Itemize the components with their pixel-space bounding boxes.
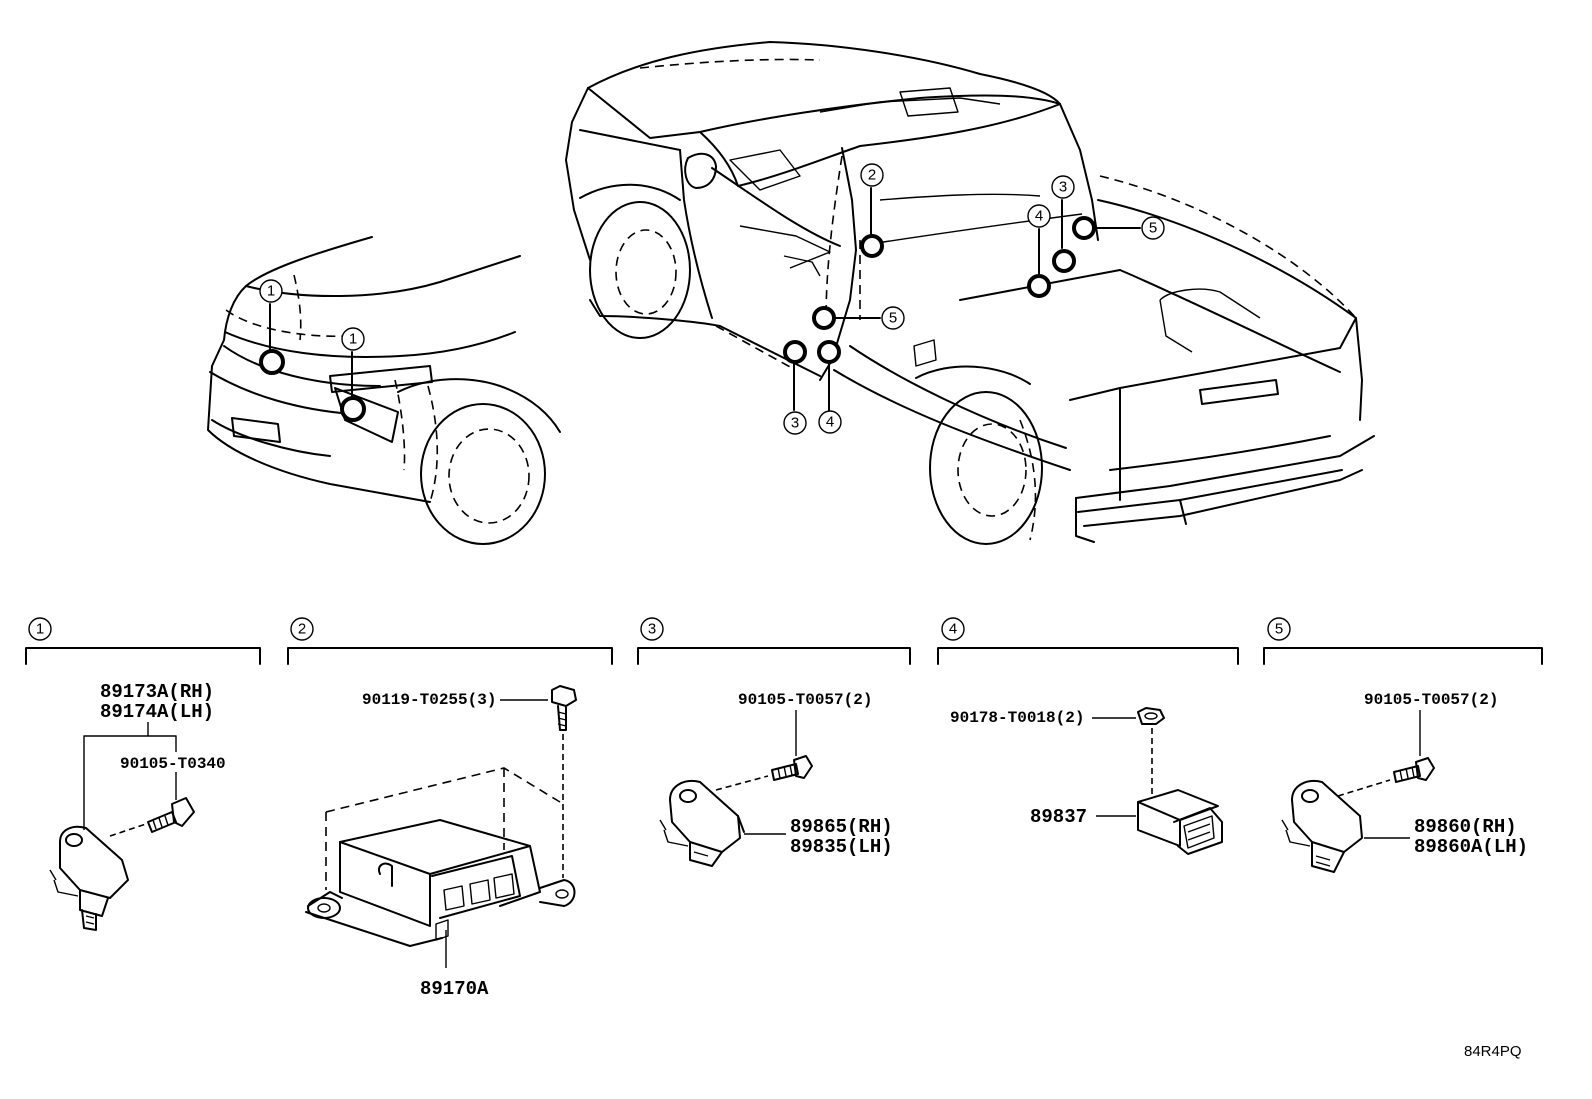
section-header-4: 4 [937,617,1239,665]
svg-text:2: 2 [298,621,306,638]
part-label-90105-t0340: 90105-T0340 [120,755,226,773]
part-label-89835-lh: 89835(LH) [790,836,893,858]
part-label-90105-t0057-s5: 90105-T0057(2) [1364,691,1498,709]
location-marker-1a: 1 [259,279,285,375]
side-impact-sensor-icon [1281,780,1363,873]
airbag-ecu-icon [305,819,576,947]
svg-text:3: 3 [1059,179,1067,196]
part-label-90105-t0057-s3: 90105-T0057(2) [738,691,872,709]
location-marker-4-door: 4 [817,340,842,434]
part-label-89174a-lh: 89174A(LH) [100,701,214,723]
part-label-89173a-rh: 89173A(RH) [100,681,214,703]
location-marker-5-door: 5 [812,306,905,330]
section-header-5: 5 [1263,617,1543,665]
side-impact-sensor-icon [659,780,745,867]
bolt-icon [147,797,195,833]
svg-text:1: 1 [267,283,275,300]
svg-text:4: 4 [949,621,957,638]
svg-text:1: 1 [349,331,357,348]
location-marker-3-door: 3 [783,340,807,435]
svg-text:5: 5 [1275,621,1283,638]
section-header-3: 3 [637,617,911,665]
location-marker-1b: 1 [340,327,366,422]
section-5-parts: 90105-T0057(2) 89860(RH) 89860A(LH) [1281,691,1528,873]
vehicle-pickup-view [565,41,1375,545]
impact-sensor-icon [49,825,129,931]
bolt-icon [1393,757,1435,783]
svg-text:2: 2 [868,167,876,184]
location-marker-5-bed: 5 [1072,216,1165,240]
section-3-parts: 90105-T0057(2) 89865(RH) 89835(LH) [659,691,893,867]
bolt-icon [551,685,577,731]
location-marker-4-bed: 4 [1027,204,1051,298]
part-label-89170a: 89170A [420,978,489,1000]
section-1-parts: 89173A(RH) 89174A(LH) 90105-T0340 [49,681,226,931]
part-label-89860-rh: 89860(RH) [1414,816,1517,838]
bolt-icon [771,755,813,781]
nut-icon [1137,707,1165,725]
part-label-90178-t0018: 90178-T0018(2) [950,709,1084,727]
svg-text:3: 3 [791,415,799,432]
svg-text:5: 5 [1149,220,1157,237]
part-label-89837: 89837 [1030,806,1087,828]
svg-text:3: 3 [648,621,656,638]
location-marker-2: 2 [860,163,884,258]
svg-text:4: 4 [1035,208,1043,225]
location-marker-3-bed: 3 [1051,175,1076,273]
svg-text:1: 1 [36,621,44,638]
section-header-1: 1 [25,617,261,665]
vehicle-front-view [207,236,561,545]
part-label-89865-rh: 89865(RH) [790,816,893,838]
sensor-box-icon [1137,789,1223,855]
part-label-90119-t0255: 90119-T0255(3) [362,691,496,709]
illustration-code: 84R4PQ [1464,1043,1522,1060]
section-2-parts: 90119-T0255(3) 89170A [305,685,577,1000]
part-label-89860a-lh: 89860A(LH) [1414,836,1528,858]
svg-text:5: 5 [889,310,897,327]
svg-text:4: 4 [826,414,834,431]
section-header-2: 2 [287,617,613,665]
section-4-parts: 90178-T0018(2) 89837 [950,707,1223,855]
